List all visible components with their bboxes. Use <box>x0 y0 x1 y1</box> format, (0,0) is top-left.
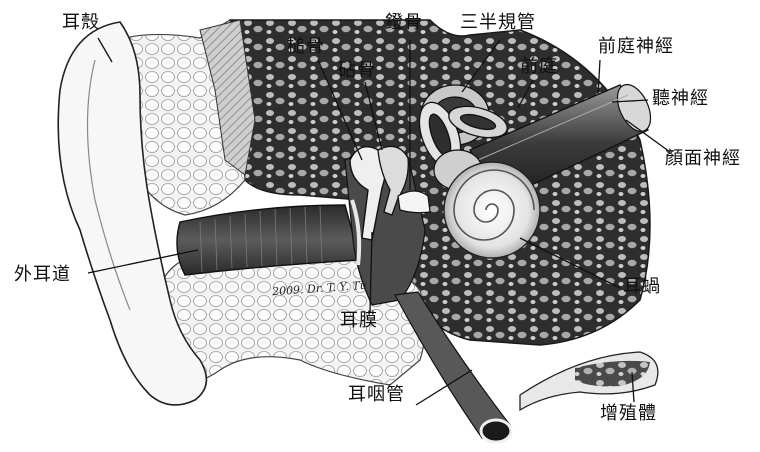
label-adenoid: 增殖體 <box>600 405 657 423</box>
stapes-bone <box>398 191 430 213</box>
label-eustachian-tube: 耳咽管 <box>348 386 405 404</box>
label-malleus: 槌骨 <box>287 38 325 56</box>
label-ear-canal: 外耳道 <box>14 266 71 284</box>
label-semicircular-canals: 三半規管 <box>460 14 536 32</box>
label-auditory-nerve: 聽神經 <box>652 90 709 108</box>
label-eardrum: 耳膜 <box>340 312 378 330</box>
label-cochlea: 耳蝸 <box>623 278 661 296</box>
eustachian-tube-opening <box>481 420 511 442</box>
label-vestibule: 前庭 <box>520 58 558 76</box>
label-vestibular-nerve: 前庭神經 <box>598 38 674 56</box>
label-ear-shell: 耳殼 <box>62 14 100 32</box>
label-incus: 砧骨 <box>338 62 376 80</box>
cochlea-shape <box>444 162 540 258</box>
label-stapes: 鐙骨 <box>385 14 423 32</box>
label-facial-nerve: 顏面神經 <box>665 150 741 168</box>
